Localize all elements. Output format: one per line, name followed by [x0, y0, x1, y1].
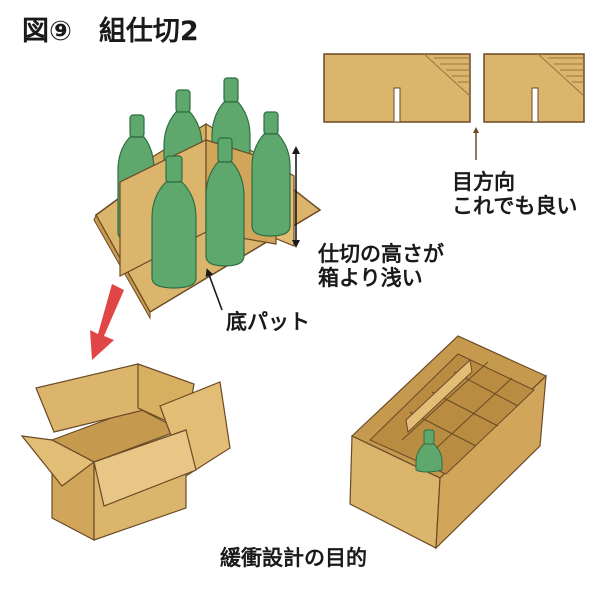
bottle-icon [151, 155, 197, 289]
figure-title: 図⑨ 組仕切2 [22, 16, 199, 47]
bottle-icon [415, 429, 443, 473]
figure-caption: 緩衝設計の目的 [220, 546, 367, 570]
pad-pointer-arrow [205, 268, 223, 311]
open-carton [20, 363, 231, 541]
bottom-pad-label: 底パット [226, 310, 310, 334]
bottle-icon [205, 137, 245, 267]
down-arrow-icon [90, 284, 124, 360]
divider-height-label: 仕切の高さが 箱より浅い [318, 242, 444, 291]
divider-panel-right [483, 53, 585, 123]
bottle-icon [251, 111, 291, 237]
divider-tray [349, 335, 548, 550]
grain-direction-label: 目方向 これでも良い [452, 170, 578, 219]
divider-panel-left [323, 53, 471, 123]
